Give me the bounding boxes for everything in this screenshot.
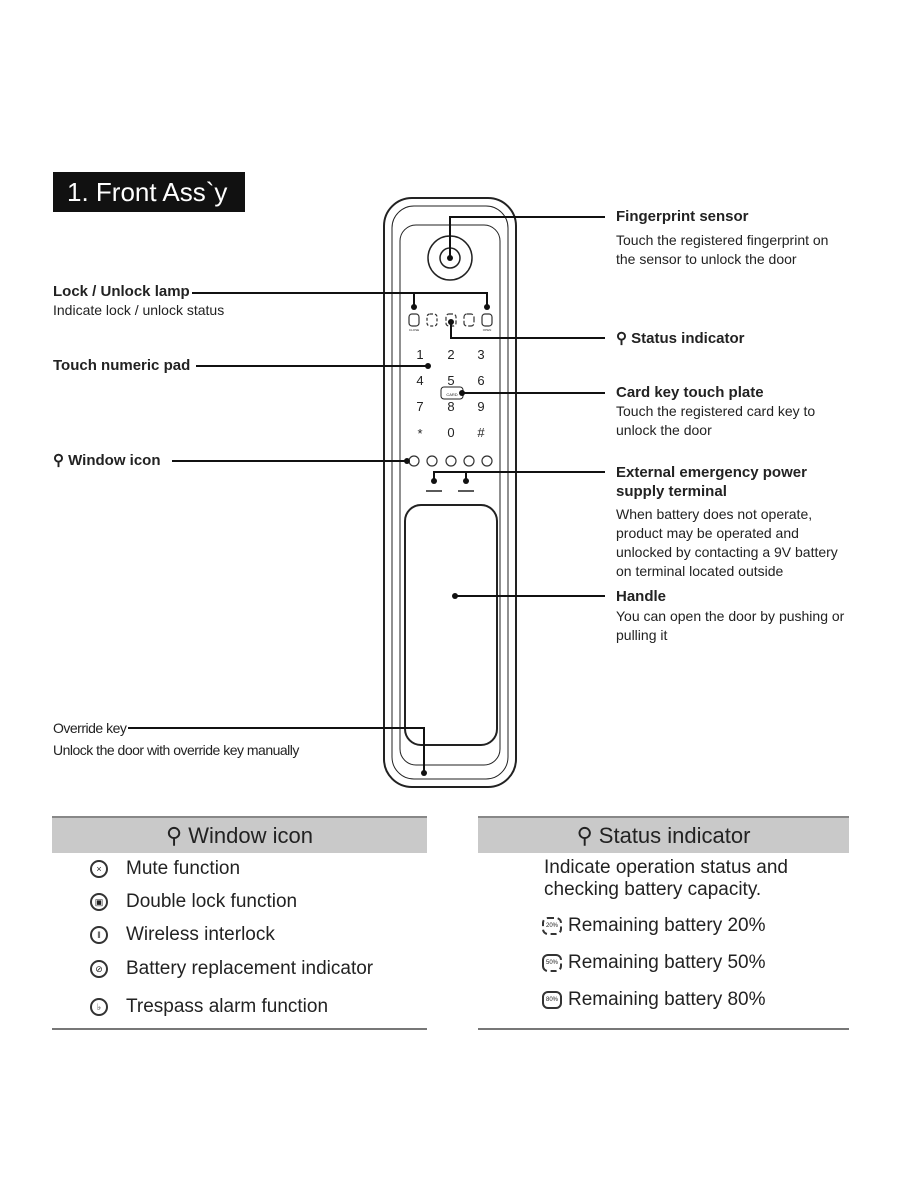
window-icon-table: ⚲ Window icon ×Mute function ▣Double loc…: [52, 816, 427, 1030]
battery-80-icon: 80%: [542, 990, 562, 1009]
window-table-header: ⚲ Window icon: [52, 816, 427, 853]
list-item: 80%Remaining battery 80%: [542, 989, 766, 1011]
keypad-label: Touch numeric pad: [53, 357, 191, 374]
list-item: ⊘Battery replacement indicator: [90, 958, 373, 980]
list-item: 20%Remaining battery 20%: [542, 915, 766, 937]
mute-icon: ×: [90, 859, 108, 878]
fingerprint-desc: Touch the registered fingerprint on: [616, 232, 829, 248]
door-lock-diagram: 1 2 3 4 5 6 7 8 9 * 0 # CARD CLOSE OPEN: [128, 197, 605, 788]
status-label: ⚲ Status indicator: [616, 330, 745, 347]
list-item: ×Mute function: [90, 858, 240, 880]
svg-text:2: 2: [447, 347, 454, 362]
svg-text:*: *: [417, 426, 422, 441]
svg-text:5: 5: [447, 373, 454, 388]
card-desc: Touch the registered card key to: [616, 403, 816, 419]
emergency-label: External emergency power: [616, 464, 807, 481]
emergency-desc: on terminal located outside: [616, 563, 784, 579]
svg-text:3: 3: [477, 347, 484, 362]
window-label: ⚲ Window icon: [53, 452, 161, 469]
override-desc: Unlock the door with override key manual…: [53, 742, 299, 758]
search-person-icon: ⚲: [616, 330, 632, 347]
fingerprint-label: Fingerprint sensor: [616, 208, 749, 225]
card-desc: unlock the door: [616, 422, 712, 438]
status-indicator-table: ⚲ Status indicator Indicate operation st…: [478, 816, 849, 1030]
wireless-icon: ‖: [90, 925, 108, 944]
override-label: Override key: [53, 720, 127, 736]
battery-replace-icon: ⊘: [90, 959, 108, 978]
svg-text:1: 1: [416, 347, 423, 362]
lamp-desc: Indicate lock / unlock status: [53, 302, 225, 318]
status-desc: checking battery capacity.: [544, 879, 762, 900]
fingerprint-desc: the sensor to unlock the door: [616, 251, 797, 267]
handle-label: Handle: [616, 588, 667, 605]
section-title: 1. Front Ass`y: [53, 172, 245, 212]
list-item: ‖Wireless interlock: [90, 924, 275, 946]
keypad: 1 2 3 4 5 6 7 8 9 * 0 # CARD CLOSE OPEN: [409, 328, 491, 441]
svg-text:#: #: [477, 425, 485, 440]
emergency-desc: When battery does not operate,: [616, 506, 813, 522]
emergency-label: supply terminal: [616, 483, 727, 500]
battery-50-icon: 50%: [542, 953, 562, 972]
svg-text:6: 6: [477, 373, 484, 388]
list-item: ▣Double lock function: [90, 891, 297, 913]
svg-text:7: 7: [416, 399, 423, 414]
list-item: ♭Trespass alarm function: [90, 996, 328, 1018]
svg-text:9: 9: [477, 399, 484, 414]
svg-text:OPEN: OPEN: [483, 328, 492, 332]
status-table-header: ⚲ Status indicator: [478, 816, 849, 853]
lock-body-outline: [383, 197, 517, 788]
svg-text:8: 8: [447, 399, 454, 414]
search-person-icon: ⚲: [576, 823, 599, 848]
card-label: Card key touch plate: [616, 384, 764, 401]
svg-text:4: 4: [416, 373, 423, 388]
search-person-icon: ⚲: [53, 452, 69, 469]
status-desc: Indicate operation status and: [544, 857, 789, 878]
list-item: 50%Remaining battery 50%: [542, 952, 766, 974]
handle-desc: pulling it: [616, 627, 668, 643]
battery-20-icon: 20%: [542, 916, 562, 935]
alarm-icon: ♭: [90, 997, 108, 1016]
emergency-desc: unlocked by contacting a 9V battery: [616, 544, 838, 560]
handle-desc: You can open the door by pushing or: [616, 608, 845, 624]
search-person-icon: ⚲: [166, 823, 189, 848]
emergency-desc: product may be operated and: [616, 525, 799, 541]
svg-text:0: 0: [447, 425, 454, 440]
lamp-label: Lock / Unlock lamp: [53, 283, 190, 300]
window-icons: [408, 455, 493, 467]
svg-text:CLOSE: CLOSE: [409, 328, 419, 332]
double-lock-icon: ▣: [90, 892, 108, 911]
svg-text:CARD: CARD: [446, 392, 457, 397]
handle: [404, 504, 498, 746]
